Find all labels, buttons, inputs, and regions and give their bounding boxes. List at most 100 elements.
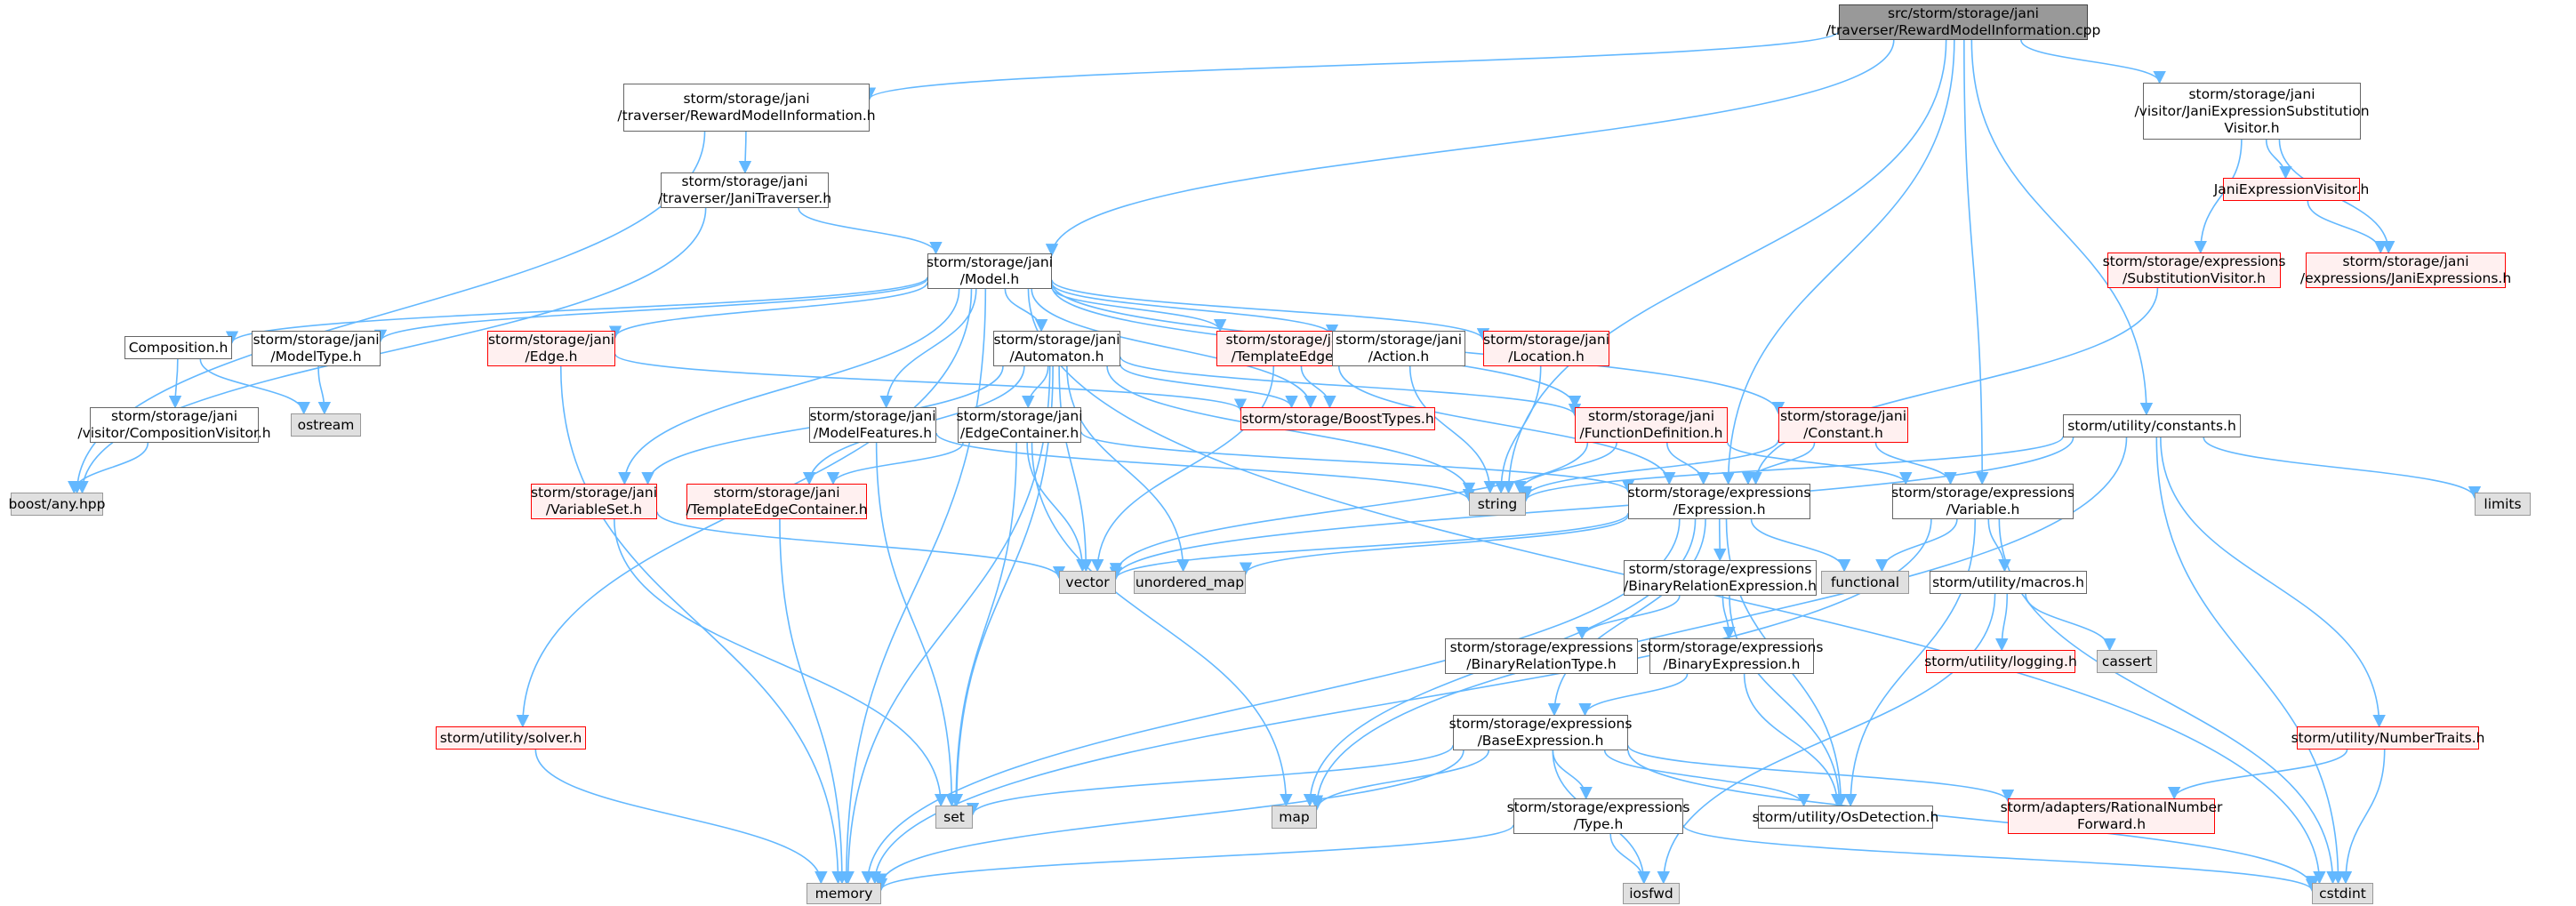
graph-node-logging-h[interactable]: storm/utility/logging.h <box>1924 650 2077 673</box>
graph-node-label-line: iosfwd <box>1629 885 1673 902</box>
graph-node-label-line: /Constant.h <box>1803 425 1883 441</box>
edge-automaton-h-to-memory <box>841 365 1051 885</box>
graph-node-label: storm/storage/expressions/Variable.h <box>1891 485 2074 518</box>
graph-node-label-line: storm/utility/solver.h <box>439 729 582 746</box>
graph-node-osdet-h[interactable]: storm/utility/OsDetection.h <box>1753 806 1938 829</box>
graph-node-compvis-h[interactable]: storm/storage/jani/visitor/CompositionVi… <box>77 407 271 443</box>
edge-automaton-h-to-unordered-map <box>1066 365 1190 573</box>
graph-node-label: unordered_map <box>1136 574 1244 591</box>
graph-node-boostany: boost/any.hpp <box>9 493 106 516</box>
graph-node-label: storm/utility/logging.h <box>1924 653 2077 670</box>
graph-node-label-line: /FunctionDefinition.h <box>1579 425 1723 441</box>
graph-node-modeltype-h[interactable]: storm/storage/jani/ModelType.h <box>252 331 381 366</box>
graph-node-variable-h[interactable]: storm/storage/expressions/Variable.h <box>1891 484 2074 519</box>
edge-model-h-to-location-h <box>1051 279 1490 341</box>
graph-node-label: storm/storage/jani/visitor/CompositionVi… <box>77 408 270 442</box>
graph-node-label: boost/any.hpp <box>9 496 106 513</box>
graph-node-label-line: storm/storage/expressions <box>1628 561 1812 577</box>
graph-node-constant-h[interactable]: storm/storage/jani/Constant.h <box>1778 407 1908 443</box>
graph-node-label: string <box>1478 496 1518 513</box>
graph-node-action-h[interactable]: storm/storage/jani/Action.h <box>1332 331 1465 366</box>
graph-node-jt-h[interactable]: storm/storage/jani/traverser/JaniTravers… <box>658 172 831 208</box>
edge-model-h-to-automaton-h <box>1004 288 1048 333</box>
edge-constants-h-to-vector <box>1109 437 2074 580</box>
graph-node-label-line: Composition.h <box>128 339 229 356</box>
edge-composition-h-to-compvis-h <box>168 358 182 409</box>
graph-node-label-line: Visitor.h <box>2224 119 2280 136</box>
edge-macros-h-to-iosfwd <box>1657 593 1996 885</box>
graph-node-composition-h[interactable]: Composition.h <box>124 336 232 359</box>
graph-node-label-line: JaniExpressionVisitor.h <box>2213 180 2370 197</box>
graph-node-label-line: src/storm/storage/jani <box>1888 5 2039 21</box>
edge-baseexpr-h-to-set <box>966 744 1454 816</box>
graph-node-modelfeat-h[interactable]: storm/storage/jani/ModelFeatures.h <box>809 407 936 443</box>
graph-node-macros-h[interactable]: storm/utility/macros.h <box>1930 571 2087 594</box>
graph-node-label-line: storm/storage/expressions <box>1627 485 1811 501</box>
edge-automaton-h-to-vector <box>1058 365 1093 573</box>
graph-node-label: set <box>943 809 965 826</box>
edge-varset-h-to-set <box>614 518 948 807</box>
graph-node-label: cstdint <box>2319 886 2366 902</box>
graph-node-binexpr-h[interactable]: storm/storage/expressions/BinaryExpressi… <box>1641 638 1823 674</box>
graph-node-jev-h[interactable]: JaniExpressionVisitor.h <box>2214 178 2369 201</box>
edge-jesv-h-to-jev-h <box>2265 139 2292 180</box>
graph-node-breltype-h[interactable]: storm/storage/expressions/BinaryRelation… <box>1445 638 1638 674</box>
graph-node-label: storm/storage/BoostTypes.h <box>1241 411 1433 428</box>
graph-node-automaton-h[interactable]: storm/storage/jani/Automaton.h <box>993 331 1120 366</box>
edge-baseexpr-h-to-map <box>1310 750 1489 811</box>
graph-node-label: storm/storage/jani/Automaton.h <box>993 332 1119 365</box>
graph-node-label: storm/storage/jani/Action.h <box>1336 332 1462 365</box>
graph-node-label-line: storm/storage/jani <box>809 408 936 424</box>
graph-node-label: storm/storage/expressions/BinaryExpressi… <box>1641 639 1824 673</box>
graph-node-expression-h[interactable]: storm/storage/expressions/Expression.h <box>1628 484 1810 519</box>
graph-node-label-line: /BaseExpression.h <box>1477 733 1604 749</box>
graph-node-label-line: /visitor/JaniExpressionSubstitution <box>2134 102 2370 119</box>
graph-node-rmi-h[interactable]: storm/storage/jani/traverser/RewardModel… <box>617 84 876 132</box>
graph-node-label-line: storm/storage/jani <box>681 173 808 189</box>
edge-subst-h-to-expression-h <box>1749 287 2159 485</box>
graph-node-label-line: storm/storage/jani <box>2342 253 2469 269</box>
graph-node-label-line: storm/storage/jani <box>926 254 1054 270</box>
edge-model-h-to-edge-h <box>608 282 928 339</box>
graph-node-constants-h[interactable]: storm/utility/constants.h <box>2063 414 2241 437</box>
graph-node-label-line: /Action.h <box>1368 349 1430 365</box>
edge-expression-h-to-unordered-map <box>1239 515 1629 575</box>
graph-node-solver-h[interactable]: storm/utility/solver.h <box>436 726 586 750</box>
edge-baseexpr-h-to-ratnum-h <box>1627 745 2015 803</box>
graph-node-baseexpr-h[interactable]: storm/storage/expressions/BaseExpression… <box>1449 715 1632 750</box>
graph-node-label: src/storm/storage/jani/traverser/RewardM… <box>1826 5 2101 39</box>
graph-node-subst-h[interactable]: storm/storage/expressions/SubstitutionVi… <box>2103 253 2285 288</box>
graph-node-label-line: storm/utility/NumberTraits.h <box>2291 729 2485 746</box>
graph-node-label-line: /ModelFeatures.h <box>813 425 933 441</box>
graph-node-model-h[interactable]: storm/storage/jani/Model.h <box>926 253 1054 289</box>
graph-node-vector: vector <box>1059 571 1116 594</box>
edge-automaton-h-to-set <box>950 365 1054 807</box>
graph-node-boosttypes-h[interactable]: storm/storage/BoostTypes.h <box>1240 407 1435 430</box>
graph-node-root[interactable]: src/storm/storage/jani/traverser/RewardM… <box>1826 4 2100 40</box>
graph-node-location-h[interactable]: storm/storage/jani/Location.h <box>1483 331 1609 366</box>
graph-node-varset-h[interactable]: storm/storage/jani/VariableSet.h <box>531 484 657 519</box>
graph-node-label-line: map <box>1279 808 1310 825</box>
graph-node-label: storm/storage/expressions/SubstitutionVi… <box>2103 253 2286 287</box>
graph-node-janiexpr-h[interactable]: storm/storage/jani/expressions/JaniExpre… <box>2300 253 2511 288</box>
graph-node-jesv-h[interactable]: storm/storage/jani/visitor/JaniExpressio… <box>2134 83 2370 140</box>
edge-brelexpr-h-to-binexpr-h <box>1721 595 1736 640</box>
graph-node-tec-h[interactable]: storm/storage/jani/TemplateEdgeContainer… <box>686 484 868 519</box>
edge-model-h-to-varset-h <box>618 288 960 485</box>
graph-node-label-line: storm/storage/jani <box>713 485 840 501</box>
edge-root-to-variable-h <box>1963 39 1989 485</box>
graph-node-label-line: storm/storage/jani <box>253 332 380 348</box>
graph-node-type-h[interactable]: storm/storage/expressions/Type.h <box>1507 798 1689 834</box>
graph-node-brelexpr-h[interactable]: storm/storage/expressions/BinaryRelation… <box>1624 560 1817 596</box>
graph-node-edge-h[interactable]: storm/storage/jani/Edge.h <box>487 331 615 366</box>
graph-node-edgecont-h[interactable]: storm/storage/jani/EdgeContainer.h <box>956 407 1083 443</box>
graph-node-numtraits-h[interactable]: storm/utility/NumberTraits.h <box>2291 726 2484 750</box>
graph-node-cassert: cassert <box>2097 650 2157 673</box>
graph-node-label-line: /TemplateEdgeContainer.h <box>686 501 868 517</box>
edge-model-h-to-boosttypes-h <box>1031 288 1317 409</box>
graph-node-label-line: /ModelType.h <box>270 349 362 365</box>
graph-node-funcdef-h[interactable]: storm/storage/jani/FunctionDefinition.h <box>1575 407 1728 443</box>
graph-node-label-line: storm/storage/expressions <box>1448 716 1633 732</box>
graph-node-label: storm/storage/expressions/BinaryRelation… <box>1624 561 1817 595</box>
